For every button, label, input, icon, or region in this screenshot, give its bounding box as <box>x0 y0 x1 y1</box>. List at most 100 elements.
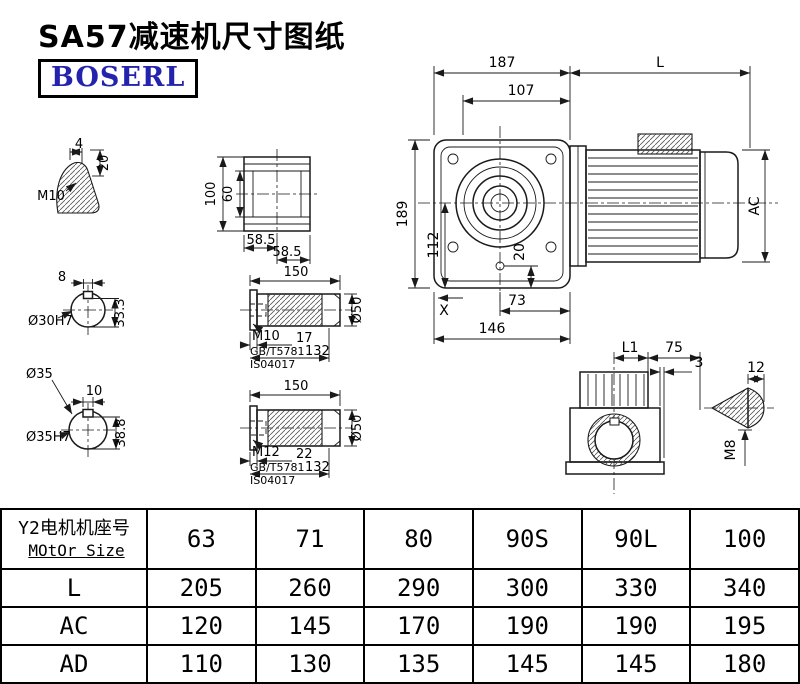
dim-58-5-b: 58.5 <box>273 245 302 260</box>
dimension-table: Y2电机机座号 MOtOr Size 63 71 80 90S 90L 100 … <box>0 507 800 684</box>
dim-10: 10 <box>86 384 103 399</box>
std-iso-in: IS04017 <box>250 358 295 371</box>
table-cell: 190 <box>580 606 692 646</box>
dim-20-key: 20 <box>97 155 112 172</box>
table-cell: 170 <box>363 606 474 646</box>
motor-fins <box>588 157 698 255</box>
row-label-L: L <box>0 568 148 609</box>
dim-12: 12 <box>747 360 765 376</box>
side-view: L1 75 3 <box>565 340 704 494</box>
dim-112: 112 <box>426 232 442 259</box>
shaft-tip-view: 12 M8 <box>704 360 774 466</box>
input-shaft-view: 150 Ø50 M10 17 GB/T5781 132 IS04017 <box>239 265 365 371</box>
output-bore-circles <box>455 158 545 248</box>
dim-AC: AC <box>747 196 763 215</box>
view-label-X: X <box>439 303 449 319</box>
technical-drawing: 187 L 107 189 112 20 73 146 X AC <box>26 55 778 494</box>
dim-d50-out: Ø50 <box>350 415 365 442</box>
dim-4: 4 <box>75 137 83 152</box>
row-label-AD: AD <box>0 644 148 684</box>
key-section <box>56 161 100 214</box>
motor-size-label-cn: Y2电机机座号 <box>18 518 130 540</box>
motor-terminal-box <box>637 133 693 155</box>
table-cell: 130 <box>254 644 366 684</box>
label-M12-shaft: M12 <box>252 445 280 460</box>
table-cell: 300 <box>471 568 583 609</box>
row-label-AC: AC <box>0 606 148 646</box>
output-shaft-view: 150 Ø50 M12 22 GB/T5781 132 IS04017 <box>239 379 365 487</box>
label-M10-key: M10 <box>37 189 65 204</box>
input-shaft-section: 8 Ø30H7 33.3 <box>28 270 128 335</box>
table-cell: 260 <box>254 568 366 609</box>
adapter-ribs <box>587 374 645 406</box>
table-cell: 110 <box>146 644 257 684</box>
table-cell: 120 <box>146 606 257 646</box>
table-header-row: Y2电机机座号 MOtOr Size 63 71 80 90S 90L 100 <box>0 507 800 571</box>
dim-33-3: 33.3 <box>113 299 128 328</box>
dim-146: 146 <box>479 321 506 337</box>
dim-189: 189 <box>395 201 411 228</box>
motor-size-label-en: MOtOr Size <box>28 540 125 560</box>
dim-8: 8 <box>58 270 66 285</box>
table-cell: 190 <box>471 606 583 646</box>
dim-22: 22 <box>296 447 313 462</box>
dim-58-5-a: 58.5 <box>247 233 276 248</box>
dim-75: 75 <box>665 340 683 356</box>
dim-150-in: 150 <box>284 265 309 280</box>
table-row-L: L 205 260 290 300 330 340 <box>0 568 800 609</box>
motor-size-col-header: 90L <box>580 507 692 571</box>
table-cell: 135 <box>363 644 474 684</box>
std-gb-out: GB/T5781 <box>250 461 305 474</box>
table-cell: 330 <box>580 568 692 609</box>
motor-size-col-header: 100 <box>689 507 800 571</box>
table-row-AD: AD 110 130 135 145 145 180 <box>0 644 800 684</box>
flange-body <box>243 156 311 232</box>
label-d35H7: Ø35H7 <box>26 430 71 445</box>
dim-132-out: 132 <box>305 460 330 475</box>
table-cell: 290 <box>363 568 474 609</box>
main-view-dimensions: 187 L 107 189 112 20 73 146 X AC <box>395 55 770 344</box>
motor-fan-cover <box>699 151 739 259</box>
output-shaft-section: 10 Ø35 Ø35H7 38.8 <box>26 367 129 457</box>
motor-size-col-header: 80 <box>363 507 474 571</box>
dim-60: 60 <box>221 186 236 203</box>
table-cell: 145 <box>254 606 366 646</box>
table-cell: 145 <box>471 644 583 684</box>
label-d35: Ø35 <box>26 367 53 382</box>
dim-187: 187 <box>489 55 516 71</box>
dim-100: 100 <box>204 182 219 207</box>
dim-107: 107 <box>508 83 535 99</box>
motor-size-col-header: 63 <box>146 507 257 571</box>
motor-size-col-header: 90S <box>471 507 583 571</box>
brand-logo: BOSERL <box>38 59 199 98</box>
motor-size-col-header: 71 <box>254 507 366 571</box>
dim-3: 3 <box>695 355 704 371</box>
table-cell: 205 <box>146 568 257 609</box>
tip-cone <box>710 387 765 429</box>
dim-L1: L1 <box>622 340 639 356</box>
table-cell: 340 <box>689 568 800 609</box>
table-cell: 145 <box>580 644 692 684</box>
dim-73: 73 <box>508 293 526 309</box>
dim-132-in: 132 <box>305 344 330 359</box>
main-view <box>418 126 778 302</box>
label-d30H7: Ø30H7 <box>28 314 73 329</box>
dim-M8: M8 <box>723 440 739 461</box>
table-cell: 195 <box>689 606 800 646</box>
std-iso-out: IS04017 <box>250 474 295 487</box>
dim-17: 17 <box>296 331 313 346</box>
key-end-view: 4 20 M10 <box>37 137 112 214</box>
dim-20: 20 <box>512 243 528 261</box>
table-row-AC: AC 120 145 170 190 190 195 <box>0 606 800 646</box>
dim-L: L <box>656 55 664 71</box>
dim-d50-in: Ø50 <box>350 297 365 324</box>
dim-150-out: 150 <box>284 379 309 394</box>
page-title: SA57减速机尺寸图纸 <box>38 20 346 55</box>
motor-size-header-cell: Y2电机机座号 MOtOr Size <box>0 507 148 571</box>
std-gb-in: GB/T5781 <box>250 345 305 358</box>
table-cell: 180 <box>689 644 800 684</box>
flange-view: 100 60 58.5 58.5 <box>204 149 318 264</box>
gearbox-front-face <box>433 139 571 289</box>
dim-38-8: 38.8 <box>114 419 129 448</box>
